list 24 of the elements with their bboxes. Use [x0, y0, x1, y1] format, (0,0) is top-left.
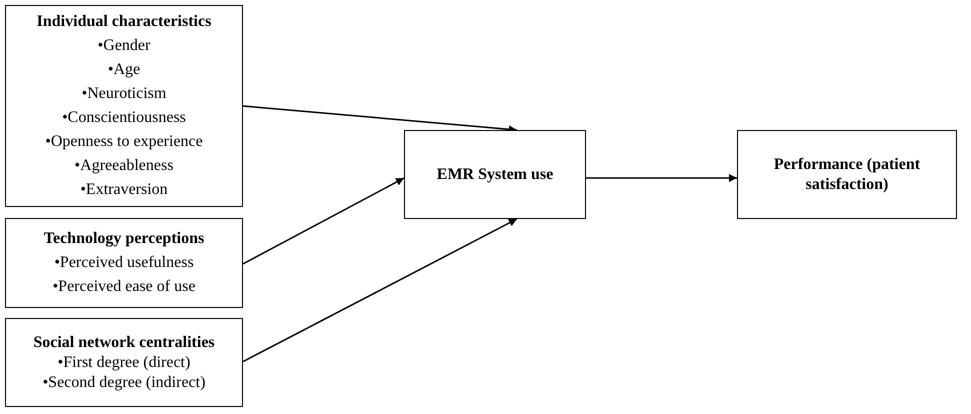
arrow	[586, 174, 737, 182]
box-heading: Technology perceptions	[44, 229, 204, 249]
box-heading: EMR System use	[436, 164, 554, 184]
list-item: •Perceived usefulness	[54, 253, 194, 273]
list-item: •Conscientiousness	[62, 108, 186, 128]
list-item: •Neuroticism	[82, 84, 166, 104]
concept-box	[5, 218, 243, 308]
concept-box	[5, 5, 243, 207]
arrow	[242, 177, 404, 265]
list-item: •Extraversion	[80, 180, 168, 200]
list-item: •Perceived ease of use	[52, 277, 196, 297]
concept-box	[5, 318, 243, 407]
concept-box	[404, 130, 586, 219]
list-item: •Age	[108, 60, 140, 80]
list-item: •Openness to experience	[45, 132, 203, 152]
list-item: •Gender	[98, 36, 150, 56]
box-heading: Social network centralities	[33, 332, 215, 352]
box-heading: Individual characteristics	[36, 12, 212, 32]
arrow	[242, 218, 518, 362]
list-item: •Agreeableness	[74, 156, 174, 176]
concept-box	[737, 130, 957, 219]
box-heading: Performance (patient satisfaction)	[772, 154, 922, 194]
list-item: •Second degree (indirect)	[42, 372, 206, 392]
list-item: •First degree (direct)	[58, 352, 190, 372]
